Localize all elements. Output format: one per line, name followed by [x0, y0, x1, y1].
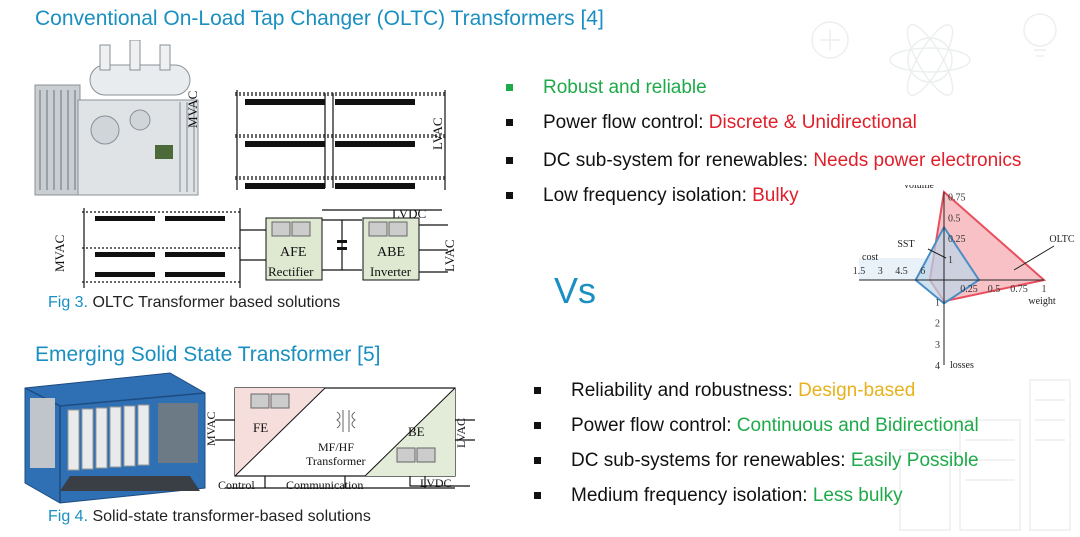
tick-weight: 1	[1042, 284, 1047, 295]
fig3-number: Fig 3.	[48, 294, 89, 311]
oltc-transformer-photo	[34, 40, 199, 196]
fig3-text: OLTC Transformer based solutions	[88, 294, 341, 311]
tick-volume: 0.75	[948, 192, 966, 203]
lvdc-label-top: LVDC	[392, 206, 427, 221]
fig3-caption: Fig 3. OLTC Transformer based solutions	[48, 294, 340, 312]
oltc-section-title: Conventional On-Load Tap Changer (OLTC) …	[35, 7, 604, 30]
sst-be-label: BE	[408, 424, 425, 439]
fig4-number: Fig 4.	[48, 508, 89, 525]
series-label-oltc: OLTC	[1049, 234, 1075, 245]
oltc-schematic-bottom	[82, 208, 448, 288]
bullet-value: Less bulky	[812, 485, 903, 506]
top-lvac-label: LVAC	[430, 117, 445, 150]
sst-bullet-3: DC sub-systems for renewables: Easily Po…	[534, 443, 979, 478]
sst-schematic	[215, 387, 475, 489]
bullet-value: Easily Possible	[850, 450, 979, 471]
tick-losses: 3	[935, 340, 940, 351]
tick-volume: 0.5	[948, 213, 961, 224]
oltc-bullet-1: Robust and reliable	[506, 70, 1021, 105]
background-decoration	[811, 13, 1071, 531]
sst-section-title: Emerging Solid State Transformer [5]	[35, 343, 381, 366]
bullet-value: Design-based	[798, 380, 916, 401]
sst-lvac-label: LVAC	[454, 417, 468, 448]
bullet-value: Robust and reliable	[543, 77, 707, 98]
fig4-caption: Fig 4. Solid-state transformer-based sol…	[48, 508, 371, 526]
afe-rectifier-label: Rectifier	[268, 264, 314, 279]
tick-weight: 0.75	[1010, 284, 1028, 295]
series-pointer-sst	[927, 248, 947, 259]
series-label-sst: SST	[897, 239, 914, 250]
bullet-prefix: Reliability and robustness:	[571, 380, 799, 401]
axis-label-weight: weight	[1028, 296, 1055, 307]
sst-bullet-4: Medium frequency isolation: Less bulky	[534, 478, 979, 513]
radar-chart: 1 0.25 0.5 0.75 0.25 0.5 0.75 1 1 2 3 4 6 4.5 3 1.5 volu…	[853, 185, 1075, 372]
bullet-prefix: Power flow control:	[543, 112, 709, 133]
sst-mvac-label: MVAC	[204, 411, 218, 446]
oltc-bullet-list: Robust and reliable Power flow control: …	[506, 70, 1021, 213]
abe-label: ABE	[377, 245, 405, 260]
afe-label: AFE	[280, 245, 307, 260]
sst-control-label: Control	[218, 478, 255, 492]
axis-label-losses: losses	[950, 360, 974, 371]
sst-lvdc-label: LVDC	[420, 476, 452, 490]
tick-losses: 2	[935, 319, 940, 330]
sst-transformer-label: Transformer	[306, 454, 366, 468]
sst-bullet-list: Reliability and robustness: Design-based…	[534, 373, 979, 513]
bullet-prefix: Low frequency isolation:	[543, 185, 753, 206]
bullet-prefix: DC sub-systems for renewables:	[571, 450, 851, 471]
fig4-text: Solid-state transformer-based solutions	[88, 508, 371, 525]
tick-cost: 1.5	[853, 266, 866, 277]
axis-label-volume: volume	[904, 185, 935, 191]
bottom-mvac-label: MVAC	[52, 234, 67, 272]
oltc-bullet-4: Low frequency isolation: Bulky	[506, 178, 1021, 213]
tick-volume: 0.25	[948, 234, 966, 245]
tick-cost: 4.5	[895, 266, 908, 277]
bullet-value: Needs power electronics	[813, 150, 1022, 171]
tick-weight: 0.5	[988, 284, 1001, 295]
sst-fe-label: FE	[253, 420, 269, 435]
sst-bullet-2: Power flow control: Continuous and Bidir…	[534, 408, 979, 443]
tick-volume: 1	[948, 255, 953, 266]
series-pointer-oltc	[1013, 245, 1055, 271]
bullet-prefix: Medium frequency isolation:	[571, 485, 813, 506]
top-mvac-label: MVAC	[185, 90, 200, 128]
sst-communication-label: Communication	[286, 478, 364, 492]
bullet-value: Bulky	[752, 185, 799, 206]
axis-label-cost: cost	[862, 252, 878, 263]
tick-weight: 0.25	[960, 284, 978, 295]
tick-losses: 1	[935, 297, 940, 308]
bullet-value: Continuous and Bidirectional	[736, 415, 979, 436]
tick-cost: 6	[920, 266, 925, 277]
tick-cost: 3	[878, 266, 883, 277]
bullet-prefix: Power flow control:	[571, 415, 737, 436]
sst-bullet-1: Reliability and robustness: Design-based	[534, 373, 979, 408]
abe-inverter-label: Inverter	[370, 264, 412, 279]
bottom-lvac-label: LVAC	[442, 239, 457, 272]
sst-mf-label: MF/HF	[318, 440, 355, 454]
sst-photo	[24, 372, 206, 504]
bullet-prefix: DC sub-system for renewables:	[543, 150, 814, 171]
bullet-value: Discrete & Unidirectional	[708, 112, 917, 133]
oltc-schematic-top	[235, 90, 446, 190]
oltc-bullet-2: Power flow control: Discrete & Unidirect…	[506, 105, 1021, 140]
vs-label: Vs	[554, 270, 597, 311]
tick-losses: 4	[935, 361, 940, 372]
oltc-bullet-3: DC sub-system for renewables: Needs powe…	[506, 143, 1021, 178]
